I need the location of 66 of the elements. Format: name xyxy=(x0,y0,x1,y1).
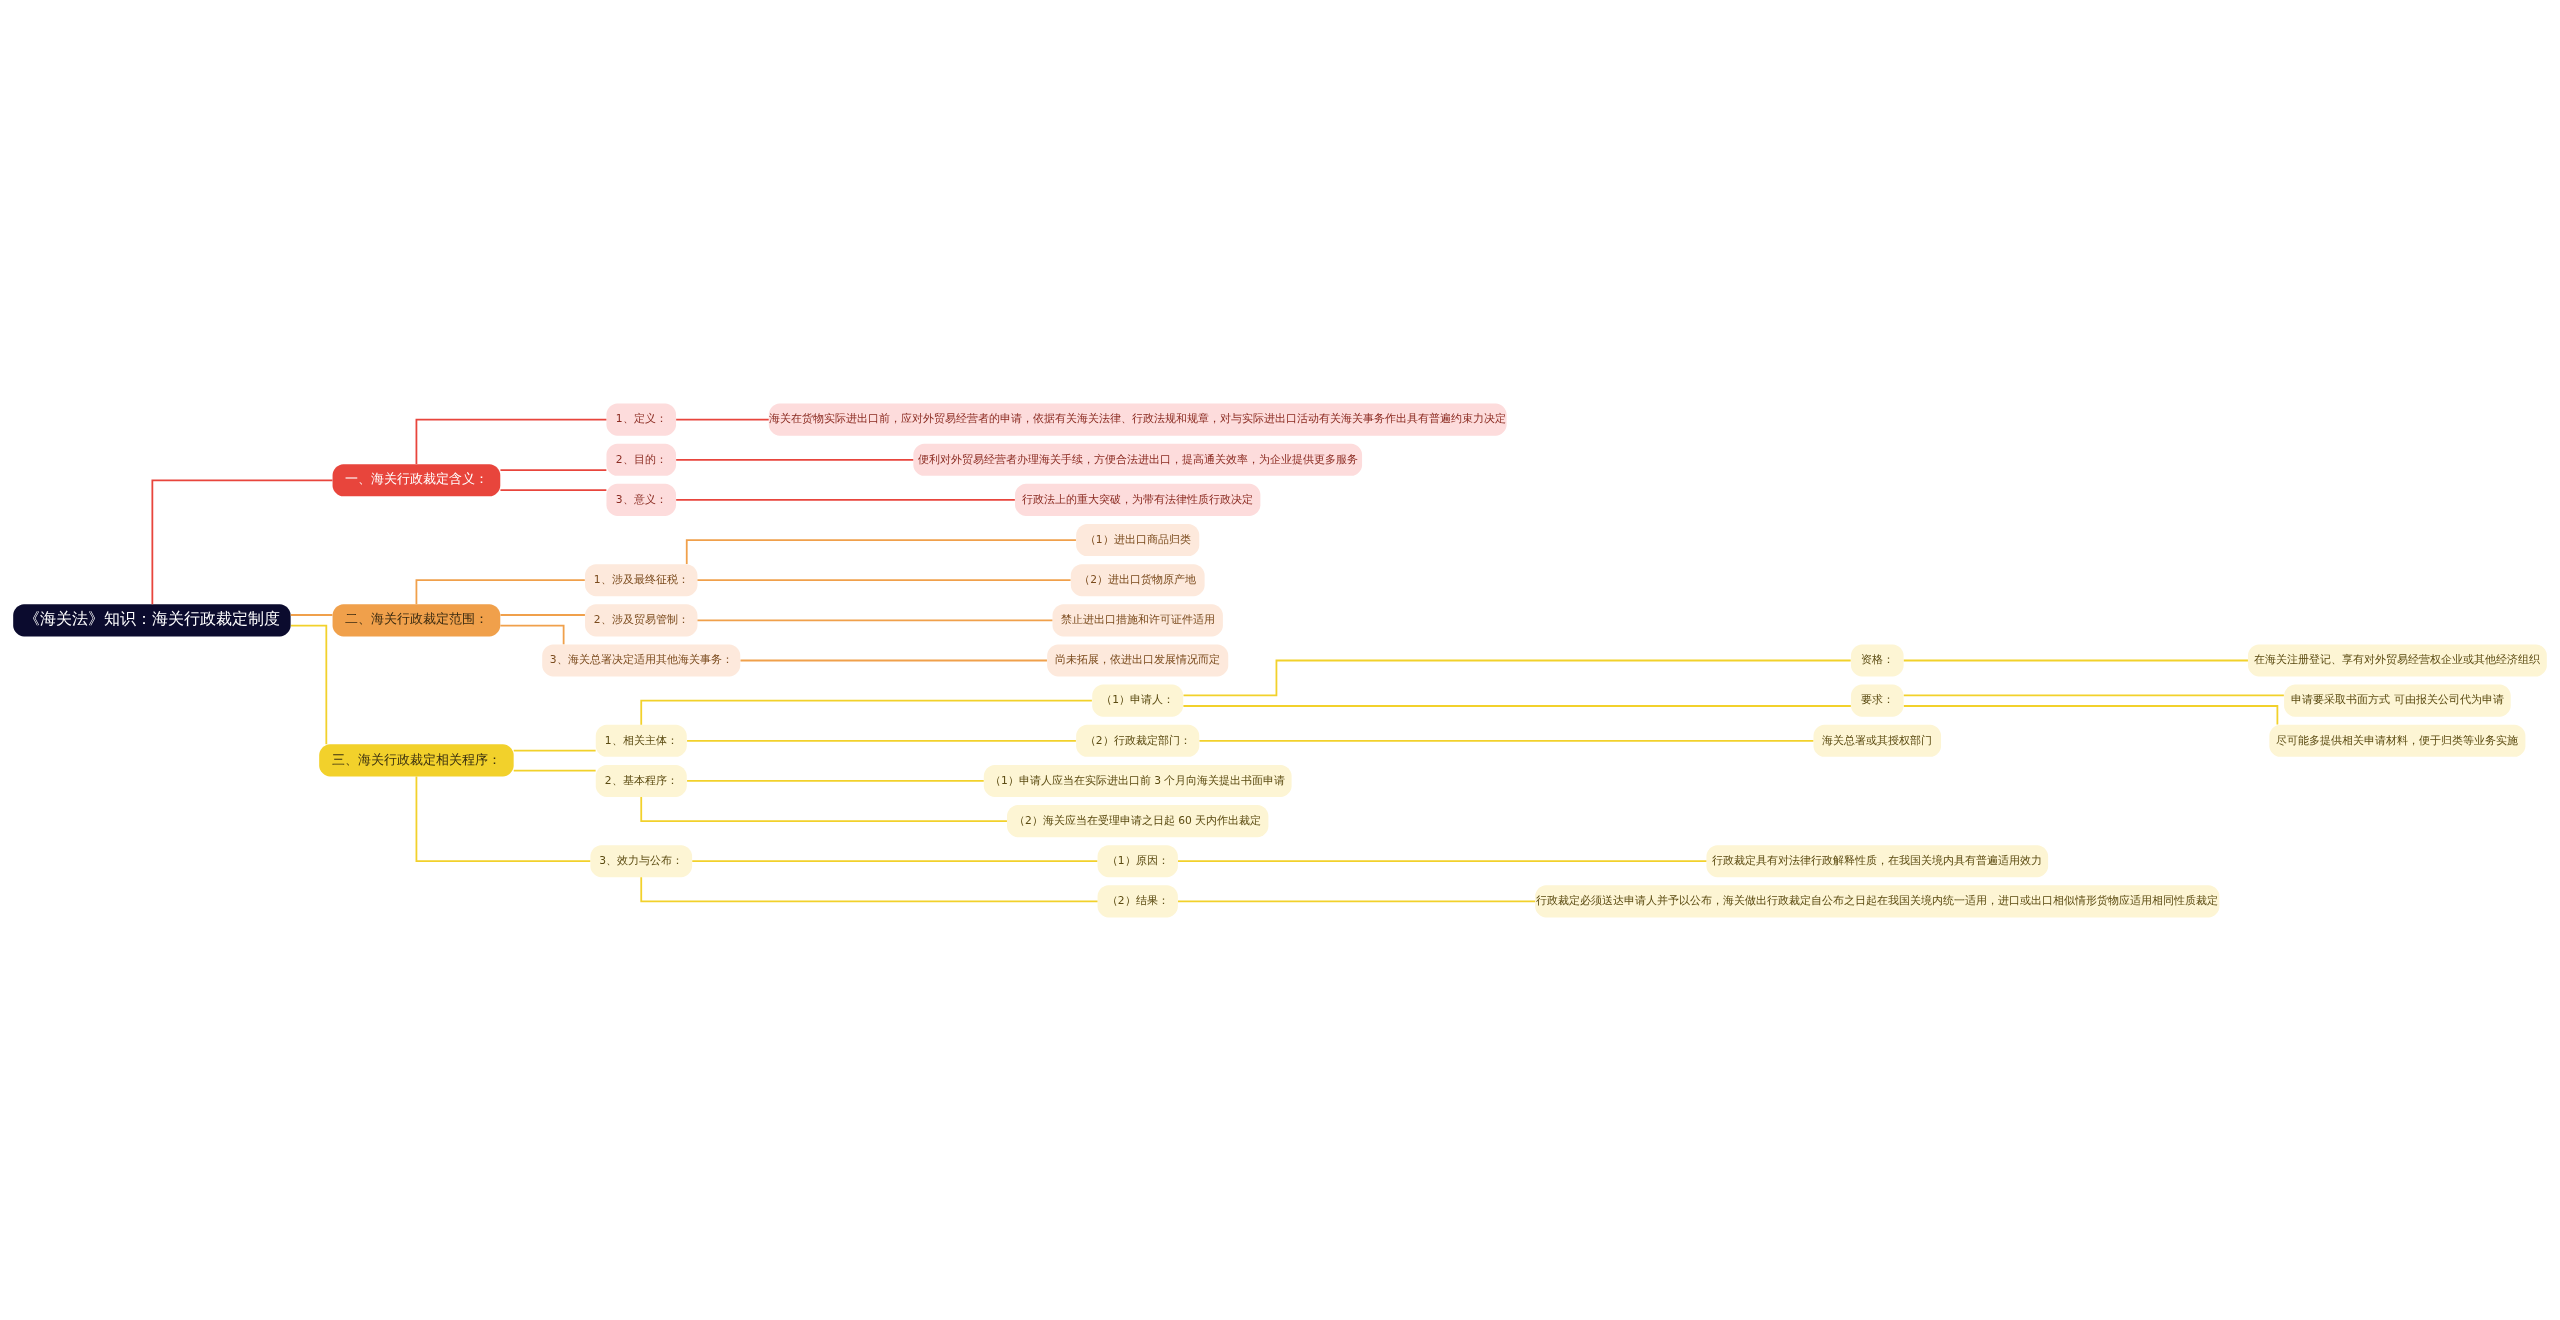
node-box: 2、涉及贸易管制： xyxy=(585,603,698,636)
connector xyxy=(696,578,1072,581)
node-box: （2）进出口货物原产地 xyxy=(1070,563,1205,596)
connector xyxy=(675,498,1016,501)
node-box: （2）海关应当在受理申请之日起 60 天内作出裁定 xyxy=(1007,804,1269,837)
node-box: 申请要采取书面方式 可由报关公司代为申请 xyxy=(2284,684,2511,717)
node-box: 1、涉及最终征税： xyxy=(585,563,698,596)
node-box: （1）申请人应当在实际进出口前 3 个月向海关提出书面申请 xyxy=(983,764,1292,797)
node-box: 海关在货物实际进出口前，应对外贸易经营者的申请，依据有关海关法律、行政法规和规章，对与实际进出口活动有关海关事务作出具有普遍约束力决定 xyxy=(768,403,1507,436)
node-box: 三、海关行政裁定相关程序： xyxy=(319,743,514,776)
node-box: 禁止进出口措施和许可证件适用 xyxy=(1052,603,1223,636)
connector xyxy=(1902,693,2285,696)
connector xyxy=(151,478,334,605)
node-box: 3、海关总署决定适用其他海关事务： xyxy=(542,643,741,677)
connector xyxy=(415,418,608,465)
node-box: 《海关法》知识：海关行政裁定制度 xyxy=(13,603,291,636)
node-box: （1）申请人： xyxy=(1092,684,1184,717)
connector xyxy=(499,624,565,645)
connector xyxy=(1902,704,2279,725)
node-box: （1）原因： xyxy=(1097,844,1178,877)
connector xyxy=(696,618,1054,621)
connector xyxy=(640,875,1099,902)
connector xyxy=(499,613,586,616)
connector xyxy=(1177,859,1708,862)
node-box: 行政裁定必须送达申请人并予以公布，海关做出行政裁定自公布之日起在我国关境内统一适用，进口或出口相似情形货物应适用相同性质裁定 xyxy=(1535,884,2220,917)
node-box: 尚未拓展，依进出口发展情况而定 xyxy=(1047,643,1229,677)
connector xyxy=(290,624,328,745)
connector xyxy=(1177,900,1536,902)
node-box: 3、意义： xyxy=(606,483,677,516)
node-box: 便利对外贸易经营者办理海关手续，方便合法进出口，提高通关效率，为企业提供更多服务 xyxy=(913,443,1363,476)
connector xyxy=(640,699,1093,726)
connector xyxy=(499,488,608,491)
node-box: 海关总署或其授权部门 xyxy=(1813,724,1942,757)
node-box: 二、海关行政裁定范围： xyxy=(332,603,501,636)
node-box: 1、定义： xyxy=(606,403,677,436)
node-box: 1、相关主体： xyxy=(595,724,687,757)
node-box: 3、效力与公布： xyxy=(590,844,693,877)
connector xyxy=(499,468,608,471)
connector xyxy=(1902,659,2249,661)
connector xyxy=(1198,739,1815,742)
node-box: （1）进出口商品归类 xyxy=(1076,523,1200,556)
node-box: （2）行政裁定部门： xyxy=(1076,724,1200,757)
connector xyxy=(685,538,1077,565)
node-box: 2、目的： xyxy=(606,443,677,476)
connector xyxy=(640,795,1008,822)
node-box: 行政裁定具有对法律行政解释性质，在我国关境内具有普遍适用效力 xyxy=(1706,844,2049,877)
connector xyxy=(686,779,985,782)
connector xyxy=(415,775,592,862)
connector xyxy=(675,418,770,420)
connector xyxy=(289,613,334,616)
connector xyxy=(686,739,1077,742)
node-box: （2）结果： xyxy=(1097,884,1178,917)
node-box: 资格： xyxy=(1850,643,1904,677)
node-box: 要求： xyxy=(1850,684,1904,717)
connector xyxy=(739,659,1048,661)
node-box: 一、海关行政裁定含义： xyxy=(332,463,501,496)
connector xyxy=(1182,659,1852,696)
node-box: 在海关注册登记、享有对外贸易经营权企业或其他经济组织 xyxy=(2247,643,2547,677)
node-box: 2、基本程序： xyxy=(595,764,687,797)
node-box: 尽可能多提供相关申请材料，便于归类等业务实施 xyxy=(2269,724,2526,757)
connector xyxy=(691,859,1099,862)
connector xyxy=(512,749,597,751)
connector xyxy=(675,458,915,461)
connector xyxy=(1182,704,1852,707)
connector xyxy=(512,769,597,772)
node-box: 行政法上的重大突破，为带有法律性质行政决定 xyxy=(1015,483,1261,516)
